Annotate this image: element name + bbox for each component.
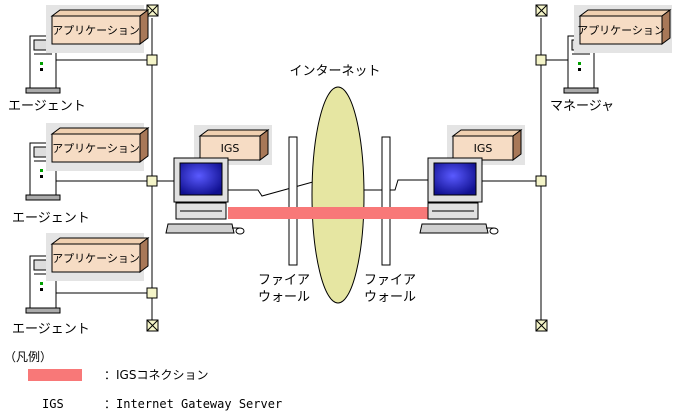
application-label: アプリケーション: [52, 252, 140, 265]
application-box: アプリケーション: [46, 233, 150, 281]
computer-icon: [165, 157, 245, 235]
legend-igs-definition: ：Internet Gateway Server: [104, 397, 282, 411]
application-box: アプリケーション: [46, 5, 150, 53]
terminator-icon: [146, 319, 159, 332]
application-label: アプリケーション: [52, 24, 140, 37]
manager-label: マネージャ: [550, 99, 614, 114]
igs-connection-bar: [228, 207, 428, 219]
legend-connection-text: ：IGSコネクション: [104, 368, 208, 382]
agent-label: エージェント: [12, 211, 90, 226]
computer-icon: [419, 157, 499, 235]
igs-label: IGS: [221, 142, 240, 155]
junction-icon: [535, 175, 547, 187]
agent-label: エージェント: [8, 99, 86, 114]
right-firewall-label-line2: ウォール: [364, 290, 416, 305]
right-link-line: [340, 179, 428, 191]
junction-icon: [535, 54, 547, 66]
internet-label: インターネット: [289, 64, 380, 79]
terminator-icon: [535, 319, 548, 332]
legend-title: （凡例）: [4, 350, 52, 364]
left-firewall-label-line2: ウォール: [258, 290, 310, 305]
junction-icon: [146, 287, 158, 299]
right-firewall-icon: [381, 136, 391, 266]
legend-connection-swatch: [28, 369, 82, 381]
left-firewall-icon: [288, 136, 298, 266]
application-label: アプリケーション: [577, 24, 665, 37]
left-firewall-label-line1: ファイア: [258, 273, 310, 288]
internet-cloud: [311, 86, 365, 304]
terminator-icon: [146, 4, 159, 17]
terminator-icon: [535, 4, 548, 17]
agent-label: エージェント: [12, 322, 90, 337]
application-label: アプリケーション: [52, 142, 140, 155]
junction-icon: [146, 175, 158, 187]
application-box: アプリケーション: [46, 123, 150, 171]
junction-icon: [146, 54, 158, 66]
legend-igs-term: IGS: [42, 397, 64, 411]
right-firewall-label-line1: ファイア: [364, 273, 416, 288]
left-igs-box: IGS: [194, 125, 272, 165]
application-box: アプリケーション: [574, 5, 672, 53]
igs-label: IGS: [474, 142, 493, 155]
